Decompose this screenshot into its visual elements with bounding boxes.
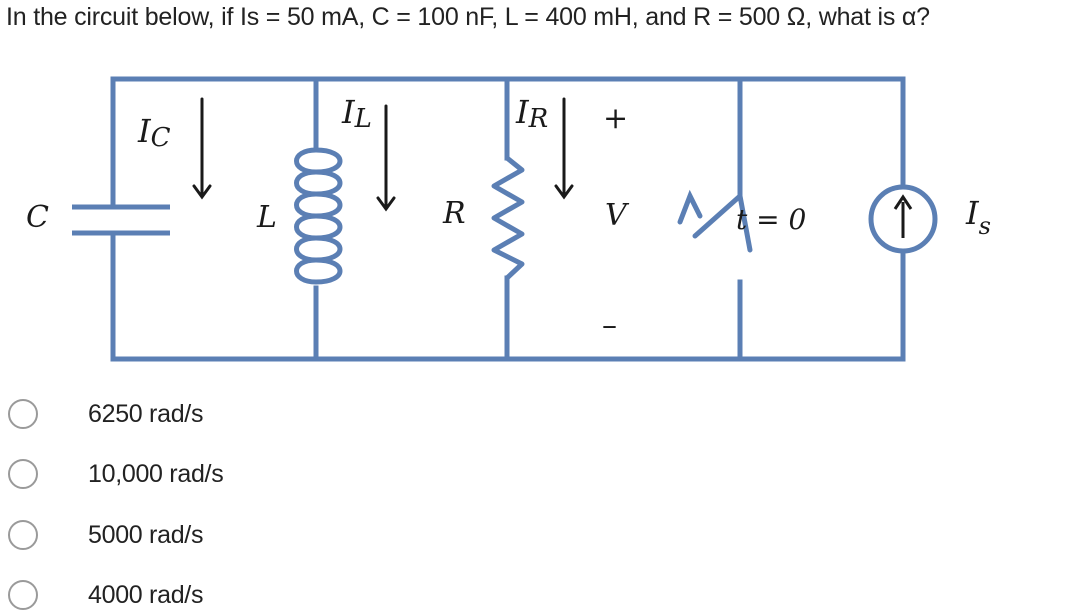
circuit-diagram: C IC L IL R IR + V – t = 0 Is bbox=[26, 76, 991, 362]
radio-button[interactable] bbox=[8, 580, 38, 610]
voltage-label: V bbox=[605, 198, 630, 233]
resistor-label: R bbox=[442, 196, 466, 231]
resistor-symbol bbox=[491, 156, 525, 280]
radio-button[interactable] bbox=[8, 520, 38, 550]
answer-option-label: 4000 rad/s bbox=[88, 581, 204, 609]
answer-option-label: 6250 rad/s bbox=[88, 400, 204, 428]
radio-button[interactable] bbox=[8, 459, 38, 489]
answer-option-label: 5000 rad/s bbox=[88, 521, 204, 549]
switch-time-label: t = 0 bbox=[736, 203, 806, 236]
capacitor-current-label: IC bbox=[137, 112, 171, 153]
question-text: In the circuit below, if Is = 50 mA, C =… bbox=[6, 3, 930, 31]
capacitor-label: C bbox=[26, 200, 49, 235]
current-source-symbol bbox=[868, 184, 938, 254]
answer-option-1[interactable]: 6250 rad/s bbox=[0, 390, 300, 434]
voltage-plus-label: + bbox=[603, 101, 628, 136]
capacitor-symbol bbox=[72, 204, 170, 236]
resistor-current-label: IR bbox=[515, 93, 548, 134]
answer-option-label: 10,000 rad/s bbox=[88, 460, 224, 488]
circuit-wires bbox=[110, 76, 906, 362]
answer-option-3[interactable]: 5000 rad/s bbox=[0, 511, 300, 555]
inductor-label: L bbox=[256, 200, 277, 235]
answer-option-2[interactable]: 10,000 rad/s bbox=[0, 450, 300, 494]
answer-option-4[interactable]: 4000 rad/s bbox=[0, 571, 300, 615]
inductor-current-label: IL bbox=[341, 93, 372, 134]
switch-symbol bbox=[677, 189, 753, 253]
radio-button[interactable] bbox=[8, 399, 38, 429]
voltage-minus-label: – bbox=[602, 308, 617, 343]
source-current-label: Is bbox=[965, 194, 991, 240]
inductor-symbol bbox=[294, 147, 343, 285]
current-arrows bbox=[192, 97, 574, 212]
